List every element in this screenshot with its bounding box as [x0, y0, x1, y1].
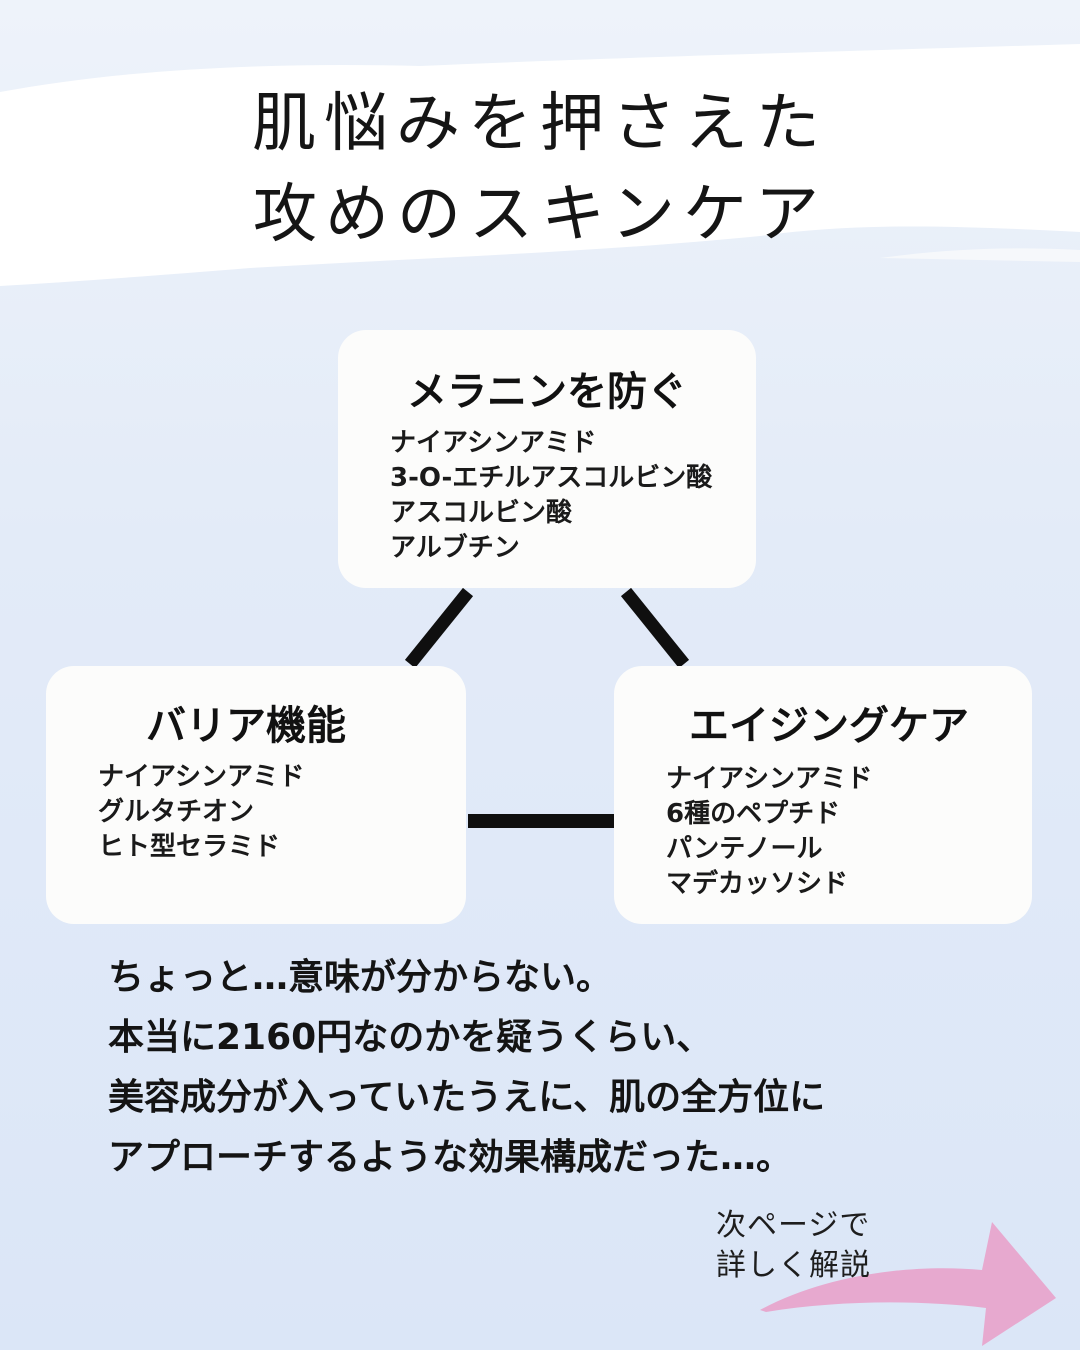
list-item: ナイアシンアミド: [666, 764, 873, 794]
list-item: 3-O-エチルアスコルビン酸: [390, 463, 713, 493]
card-title: バリア機能: [146, 703, 346, 749]
card-title: メラニンを防ぐ: [407, 369, 687, 415]
list-item: マデカッソシド: [666, 869, 849, 899]
ingredient-list: ナイアシンアミド グルタチオン ヒト型セラミド: [98, 760, 304, 865]
card-aging-care: エイジングケア ナイアシンアミド 6種のペプチド パンテノール マデカッソシド: [614, 666, 1032, 924]
list-item: ヒト型セラミド: [98, 832, 281, 862]
page-title-line-2: 攻めのスキンケア: [252, 178, 828, 252]
next-page-line-2: 詳しく解説: [716, 1248, 871, 1283]
page-title-line-1: 肌悩みを押さえた: [252, 87, 828, 161]
list-item: 6種のペプチド: [666, 799, 841, 829]
card-barrier-function: バリア機能 ナイアシンアミド グルタチオン ヒト型セラミド: [46, 666, 466, 924]
connector-left: [404, 587, 474, 669]
connector-right: [620, 587, 690, 669]
title-brush-band: [0, 44, 1080, 286]
next-page-line-1: 次ページで: [716, 1208, 871, 1243]
next-page-link[interactable]: 次ページで 詳しく解説: [716, 1206, 871, 1286]
body-line: ちょっと…意味が分からない。: [108, 957, 613, 998]
body-line: 本当に2160円なのかを疑うくらい、: [108, 1017, 713, 1058]
list-item: パンテノール: [666, 834, 823, 864]
list-item: ナイアシンアミド: [390, 428, 597, 458]
ingredient-list: ナイアシンアミド 6種のペプチド パンテノール マデカッソシド: [666, 762, 872, 902]
body-line: アプローチするような効果構成だった…。: [108, 1137, 793, 1178]
list-item: アルブチン: [390, 533, 520, 563]
card-melanin-prevention: メラニンを防ぐ ナイアシンアミド 3-O-エチルアスコルビン酸 アスコルビン酸 …: [338, 330, 756, 588]
arrow-right-icon[interactable]: [750, 1200, 1070, 1350]
list-item: ナイアシンアミド: [98, 762, 305, 792]
list-item: グルタチオン: [98, 797, 255, 827]
list-item: アスコルビン酸: [390, 498, 573, 528]
ingredient-list: ナイアシンアミド 3-O-エチルアスコルビン酸 アスコルビン酸 アルブチン: [390, 426, 712, 566]
body-line: 美容成分が入っていたうえに、肌の全方位に: [108, 1077, 826, 1118]
card-title: エイジングケア: [689, 703, 969, 749]
body-paragraph: ちょっと…意味が分からない。 本当に2160円なのかを疑うくらい、 美容成分が入…: [108, 948, 825, 1188]
